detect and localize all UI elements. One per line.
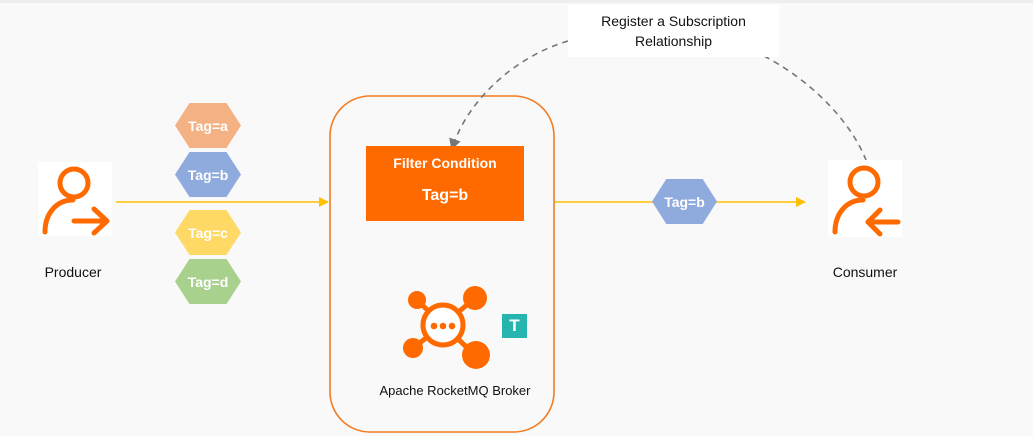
subscription-callout-line1: Register a Subscription bbox=[601, 13, 746, 29]
consumer-icon-tile bbox=[828, 160, 902, 237]
subscription-dashed-curve-right bbox=[763, 55, 867, 161]
filter-condition-box: Filter Condition Tag=b bbox=[366, 146, 524, 221]
tag-hexagon-b: Tag=b bbox=[175, 152, 241, 197]
rocketmq-hub-icon bbox=[403, 286, 490, 369]
subscription-callout: Register a Subscription Relationship bbox=[568, 5, 779, 57]
t-badge-icon: T bbox=[502, 314, 527, 338]
broker-label: Apache RocketMQ Broker bbox=[379, 383, 531, 398]
top-border bbox=[0, 0, 1033, 3]
tag-hexagon-d: Tag=d bbox=[175, 259, 241, 304]
filter-condition-value: Tag=b bbox=[421, 187, 469, 204]
subscription-callout-line2: Relationship bbox=[634, 33, 713, 49]
user-arrow-right-icon bbox=[42, 166, 110, 236]
filter-condition-title: Filter Condition bbox=[393, 155, 497, 171]
tag-hexagon-c: Tag=c bbox=[175, 210, 241, 255]
producer-label: Producer bbox=[44, 264, 102, 280]
broker-container bbox=[329, 95, 555, 433]
producer-icon-tile bbox=[38, 162, 112, 236]
user-arrow-left-icon bbox=[832, 165, 901, 237]
tag-hexagon-a: Tag=a bbox=[175, 103, 241, 148]
delivered-tag-hexagon: Tag=b bbox=[652, 179, 717, 224]
consumer-label: Consumer bbox=[832, 264, 898, 280]
subscription-dashed-curve-left bbox=[449, 40, 569, 150]
